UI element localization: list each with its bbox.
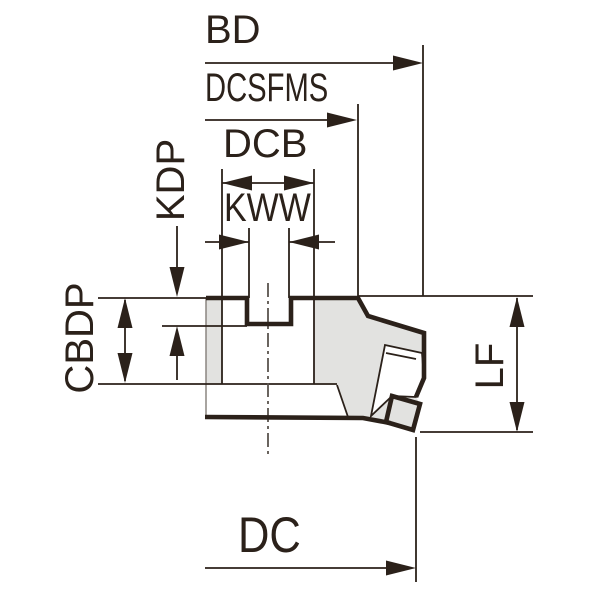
insert-square	[383, 393, 423, 433]
dimension-kww	[205, 234, 335, 250]
kdp-arrowhead-down	[169, 267, 185, 297]
label-dcb: DCB	[223, 122, 308, 166]
dimension-dcb	[222, 175, 314, 191]
dimension-dcsfms	[205, 104, 359, 297]
label-dcsfms: DCSFMS	[205, 66, 329, 110]
label-dc: DC	[238, 507, 301, 563]
dimension-cbdp	[117, 298, 133, 383]
lf-arrowhead-down	[509, 402, 525, 432]
left-wall-section	[206, 298, 222, 384]
dimension-bd	[205, 45, 424, 296]
label-bd: BD	[205, 8, 261, 52]
dcsfms-arrowhead	[327, 112, 357, 128]
label-cbdp: CBDP	[58, 282, 102, 394]
label-kww: KWW	[224, 186, 311, 230]
dimension-kdp	[169, 226, 185, 380]
kdp-arrowhead-up	[169, 326, 185, 356]
kww-arrowhead-right	[289, 234, 319, 250]
body-top-outline	[206, 295, 427, 398]
body-bottom-outline	[204, 414, 391, 426]
dcb-arrowhead-left	[222, 175, 252, 191]
lf-arrowhead-up	[509, 297, 525, 327]
dimension-lf	[358, 295, 533, 433]
label-lf: LF	[468, 342, 512, 390]
dc-arrowhead	[386, 560, 416, 576]
kww-arrowhead-left	[219, 234, 249, 250]
dcb-arrowhead-right	[284, 175, 314, 191]
insert-seat-line	[385, 352, 417, 360]
cbdp-arrowhead-up	[117, 298, 133, 328]
label-kdp: KDP	[149, 138, 193, 222]
bd-arrowhead	[393, 55, 423, 71]
interior-lines	[98, 169, 349, 457]
body-outline	[204, 295, 427, 426]
section-diagonal-line	[336, 384, 349, 418]
cbdp-arrowhead-down	[117, 353, 133, 383]
dimension-dc	[205, 437, 417, 582]
